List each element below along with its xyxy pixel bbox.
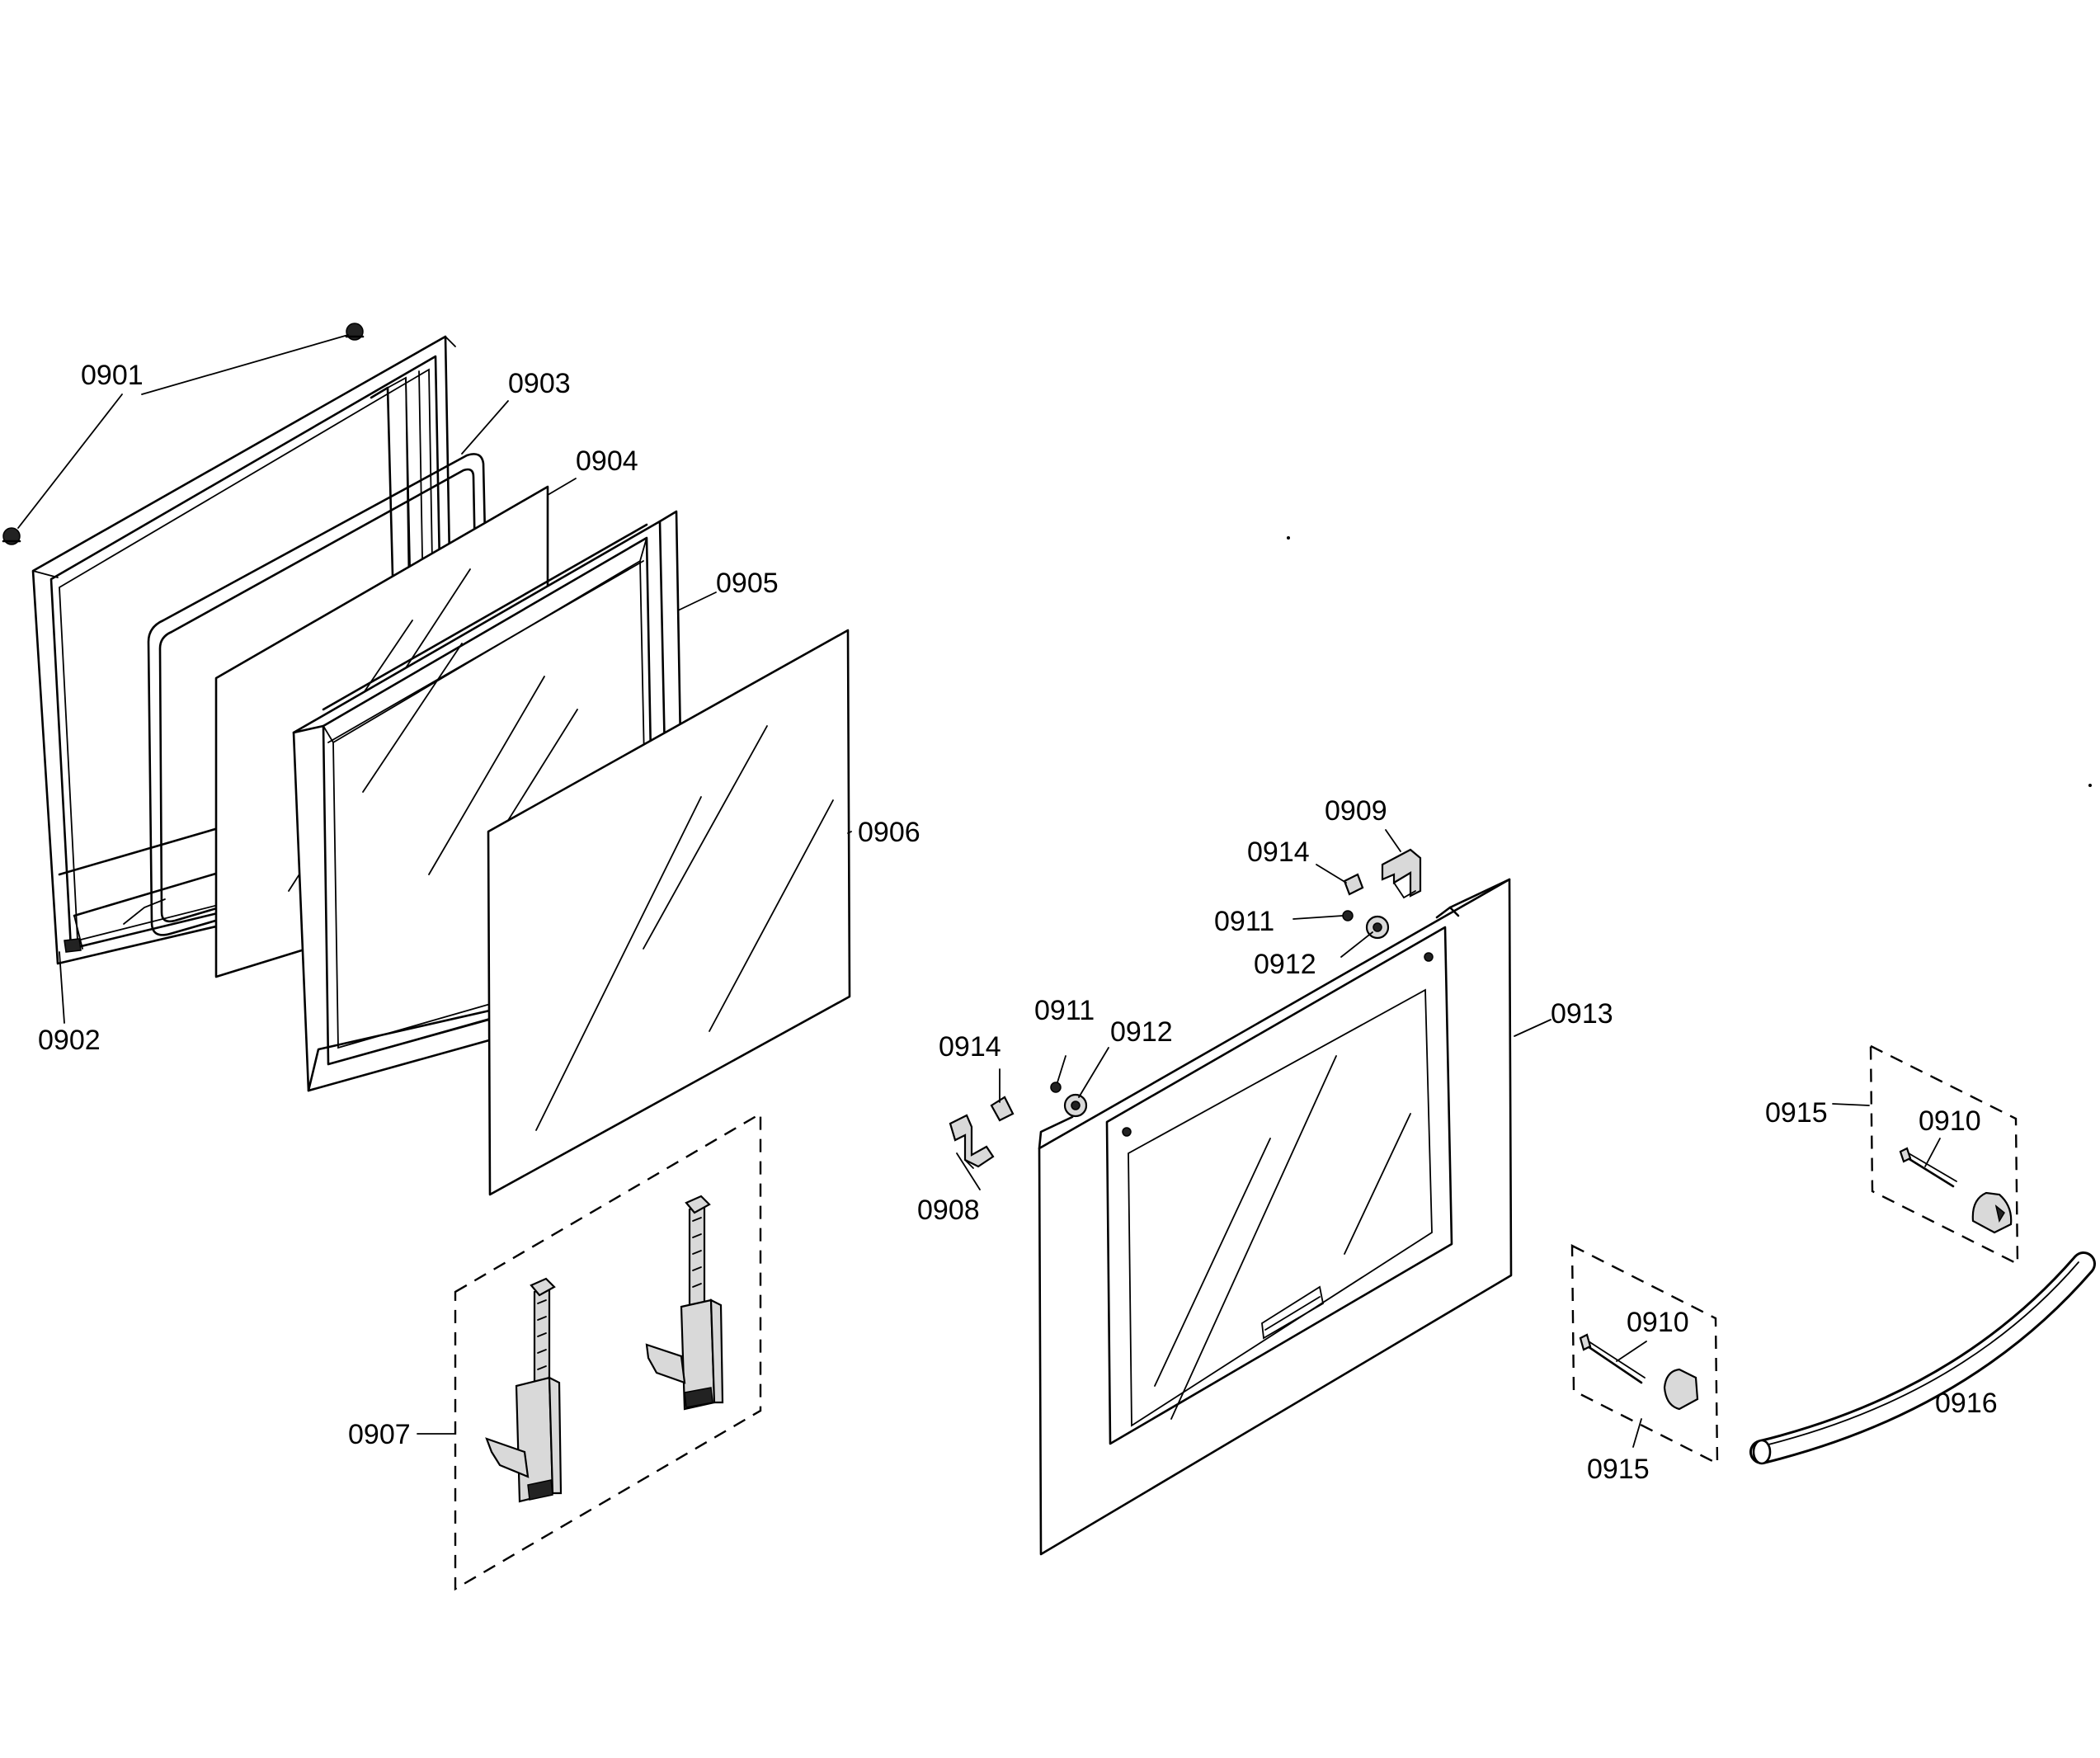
label-0908: 0908 — [917, 1195, 980, 1226]
label-0914-lower: 0914 — [939, 1031, 1001, 1063]
hinge-bracket-upper — [1381, 848, 1422, 899]
handle-end-cap-upper — [1971, 1191, 2013, 1234]
leader-lines — [17, 334, 1941, 1448]
outer-glass-panel — [487, 629, 851, 1196]
handle-bolt-upper — [1899, 1147, 1957, 1188]
small-screw-upper — [1342, 910, 1354, 921]
screw-left — [2, 527, 21, 545]
hinge-right — [645, 1195, 724, 1411]
hinge-clip-upper — [1343, 873, 1364, 896]
label-0907: 0907 — [348, 1419, 411, 1450]
label-0901: 0901 — [81, 360, 144, 391]
hinge-bracket-lower — [949, 1114, 995, 1169]
handle-mount-lower-box — [1570, 1244, 1719, 1465]
label-0915-lower: 0915 — [1587, 1454, 1650, 1485]
label-0906: 0906 — [858, 817, 921, 848]
hinge-set-box — [454, 1111, 762, 1591]
label-0909: 0909 — [1325, 795, 1387, 827]
label-0912-upper: 0912 — [1254, 949, 1316, 980]
label-0912-lower: 0912 — [1110, 1016, 1173, 1048]
label-0905: 0905 — [716, 568, 779, 599]
label-0903: 0903 — [508, 368, 571, 399]
label-0904: 0904 — [576, 445, 638, 477]
label-0910-upper: 0910 — [1919, 1105, 1981, 1137]
screw-top — [345, 323, 365, 341]
label-0914-upper: 0914 — [1247, 837, 1310, 868]
handle-bolt-lower — [1579, 1333, 1646, 1384]
handle-mount-upper-box — [1869, 1044, 2019, 1265]
hinge-left — [485, 1277, 563, 1503]
washer-lower — [1063, 1093, 1088, 1118]
label-0916: 0916 — [1935, 1388, 1998, 1419]
label-0911-upper: 0911 — [1214, 906, 1274, 937]
outer-door-panel — [1038, 878, 1513, 1556]
hinge-clip-lower — [990, 1096, 1015, 1122]
label-0913: 0913 — [1551, 998, 1613, 1030]
part-labels: 0901 0902 0903 0904 0905 0906 0907 0908 … — [38, 360, 1998, 1485]
speck — [2088, 784, 2092, 787]
label-0910-lower: 0910 — [1627, 1307, 1689, 1338]
label-0915-upper: 0915 — [1765, 1097, 1828, 1129]
small-screw-lower — [1050, 1082, 1062, 1093]
label-0911-lower: 0911 — [1034, 995, 1095, 1026]
label-0902: 0902 — [38, 1025, 101, 1056]
speck — [1287, 536, 1290, 540]
door-handle — [1749, 1251, 2096, 1465]
handle-end-cap-lower — [1663, 1368, 1699, 1411]
